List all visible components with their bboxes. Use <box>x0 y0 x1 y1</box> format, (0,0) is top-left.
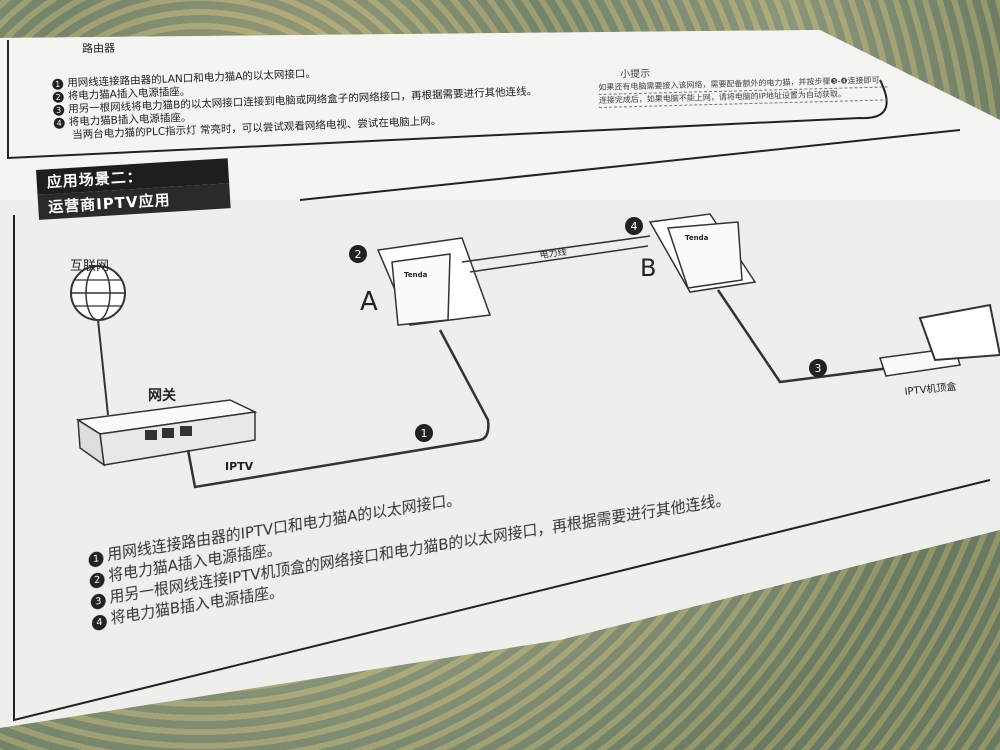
powerline-adapter-b <box>648 213 757 293</box>
adapter-b-label: B <box>640 254 656 282</box>
marker-1: 1 <box>421 427 428 440</box>
iptv-port-label: IPTV <box>225 460 254 473</box>
adapter-a-label: A <box>360 287 378 317</box>
brand-a: Tenda <box>404 271 428 279</box>
tip-box: 小提示 如果还有电脑需要接入该网络，需要配备额外的电力猫，并按步骤❸-❹连接即可… <box>598 62 889 108</box>
marker-3: 3 <box>815 362 822 375</box>
router-label: 路由器 <box>81 41 116 56</box>
powerline-label: 电力线 <box>539 246 567 261</box>
internet-globe-icon <box>70 265 126 321</box>
gateway-label: 网关 <box>148 387 176 404</box>
marker-4: 4 <box>631 220 638 233</box>
marker-2: 2 <box>355 248 362 261</box>
gateway-router-icon <box>75 399 258 467</box>
powerline-adapter-a <box>376 237 492 326</box>
tv-screen <box>918 303 1000 362</box>
internet-label: 互联网 <box>70 259 109 274</box>
brand-b: Tenda <box>685 234 709 242</box>
